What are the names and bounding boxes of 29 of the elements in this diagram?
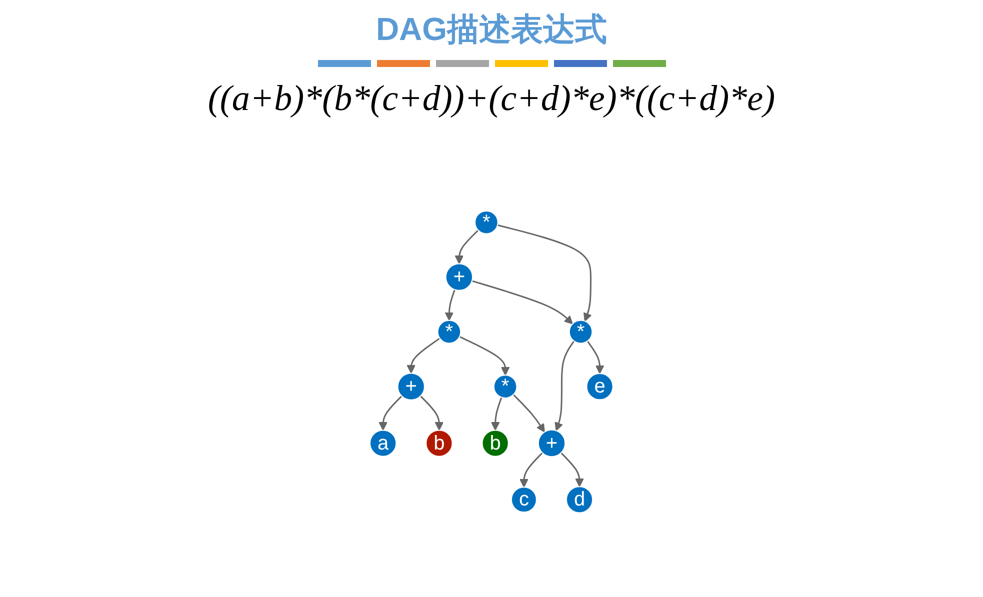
formula-text: ((a+b)*(b*(c+d))+(c+d)*e)*((c+d)*e) <box>208 77 776 119</box>
arrow <box>491 397 502 431</box>
arrow <box>554 340 575 432</box>
node-circle: * <box>437 320 462 344</box>
arrow <box>406 338 440 374</box>
node-circle: a <box>370 430 397 457</box>
node-circle: b <box>426 430 453 457</box>
node-circle: * <box>494 374 518 398</box>
node-circle: + <box>445 263 474 291</box>
arrow <box>560 452 584 487</box>
arrow <box>512 394 545 432</box>
node-circle: d <box>566 486 594 514</box>
arrow <box>420 396 444 431</box>
title: DAG描述表达式 <box>376 10 608 49</box>
arrow <box>586 340 604 374</box>
arrow <box>459 336 510 376</box>
node-circle: + <box>397 372 426 400</box>
arrow <box>497 224 592 322</box>
arrow <box>444 289 456 321</box>
node-circle: * <box>568 320 593 344</box>
arrow <box>454 230 479 264</box>
node-circle: * <box>474 210 498 234</box>
node-circle: + <box>538 429 566 458</box>
node-circle: c <box>511 486 538 513</box>
node-circle: e <box>586 373 614 400</box>
arrow <box>520 452 543 488</box>
arrow <box>472 280 574 324</box>
node-circle: b <box>482 430 509 457</box>
arrow <box>378 396 402 431</box>
